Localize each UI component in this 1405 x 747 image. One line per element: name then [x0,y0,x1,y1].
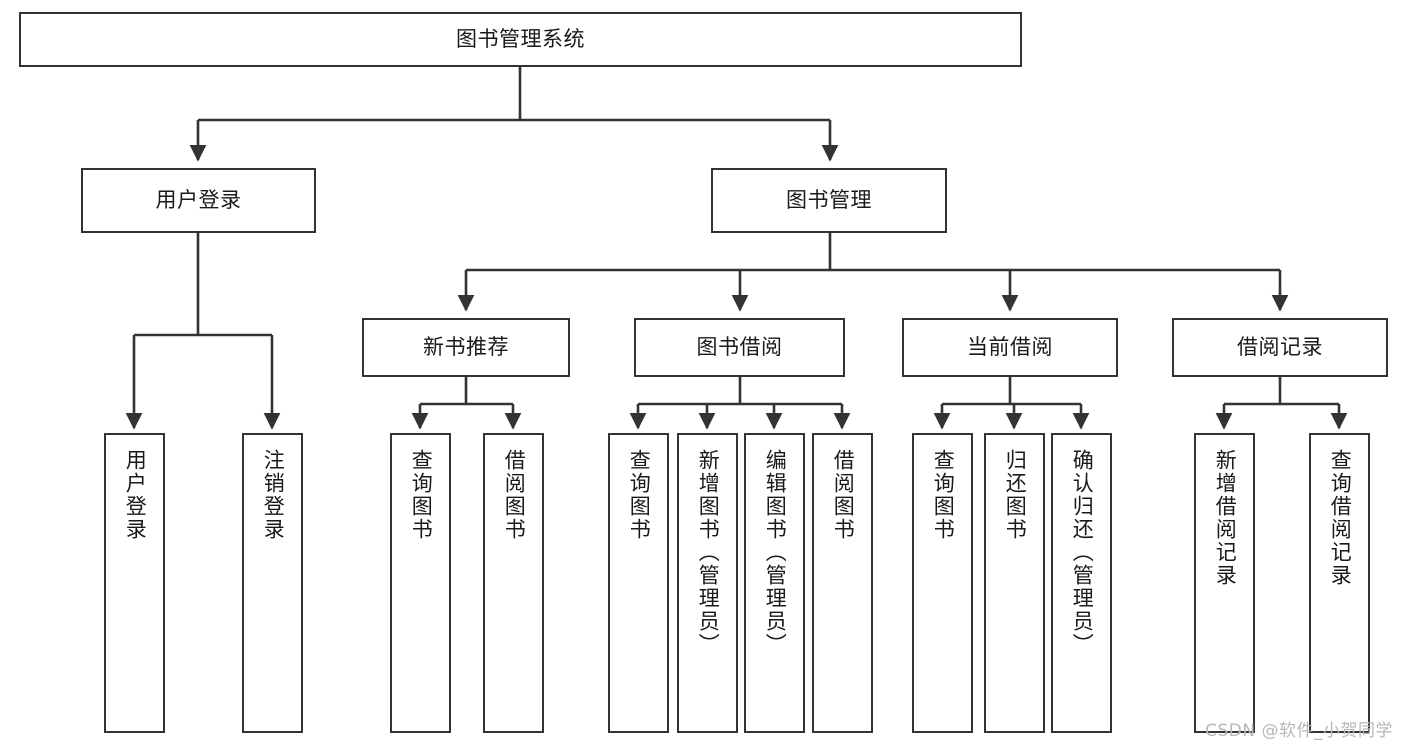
node-leaf-add-record[interactable]: 新增借阅记录 [1194,433,1255,733]
node-leaf-return-book-label: 归还图书 [1003,449,1028,541]
node-leaf-return-book[interactable]: 归还图书 [984,433,1045,733]
node-leaf-logout-login[interactable]: 注销登录 [242,433,303,733]
node-new-book-recommend[interactable]: 新书推荐 [362,318,570,377]
node-leaf-add-record-label: 新增借阅记录 [1213,449,1238,587]
node-book-borrow[interactable]: 图书借阅 [634,318,845,377]
node-leaf-user-login[interactable]: 用户登录 [104,433,165,733]
node-book-manage-label: 图书管理 [786,188,872,213]
node-new-book-recommend-label: 新书推荐 [423,335,509,360]
node-leaf-confirm-return[interactable]: 确认归还（管理员） [1051,433,1112,733]
node-borrow-record[interactable]: 借阅记录 [1172,318,1388,377]
csdn-watermark: CSDN @软件_小贺同学 [1205,721,1393,741]
node-leaf-add-book-label: 新增图书（管理员） [696,449,721,656]
node-leaf-edit-book[interactable]: 编辑图书（管理员） [744,433,805,733]
node-borrow-record-label: 借阅记录 [1237,335,1323,360]
node-leaf-borrow-book-2-label: 借阅图书 [831,449,856,541]
node-leaf-query-book-2[interactable]: 查询图书 [608,433,669,733]
node-user-login-label: 用户登录 [155,188,242,213]
node-leaf-add-book[interactable]: 新增图书（管理员） [677,433,738,733]
node-leaf-confirm-return-label: 确认归还（管理员） [1070,449,1095,656]
node-book-manage[interactable]: 图书管理 [711,168,947,233]
node-current-borrow[interactable]: 当前借阅 [902,318,1118,377]
node-book-borrow-label: 图书借阅 [696,335,783,360]
node-leaf-borrow-book-1-label: 借阅图书 [502,449,527,541]
node-root-label: 图书管理系统 [456,27,585,52]
node-root[interactable]: 图书管理系统 [19,12,1022,67]
node-user-login[interactable]: 用户登录 [81,168,316,233]
node-leaf-query-book-1-label: 查询图书 [409,449,434,541]
node-leaf-borrow-book-2[interactable]: 借阅图书 [812,433,873,733]
node-leaf-query-book-2-label: 查询图书 [627,449,652,541]
node-leaf-query-record[interactable]: 查询借阅记录 [1309,433,1370,733]
node-leaf-logout-login-label: 注销登录 [261,449,286,541]
node-leaf-user-login-label: 用户登录 [123,449,148,541]
node-leaf-query-book-3-label: 查询图书 [931,449,956,541]
node-leaf-edit-book-label: 编辑图书（管理员） [763,449,788,656]
node-current-borrow-label: 当前借阅 [967,335,1053,360]
node-leaf-query-record-label: 查询借阅记录 [1328,449,1353,587]
node-leaf-query-book-1[interactable]: 查询图书 [390,433,451,733]
node-leaf-query-book-3[interactable]: 查询图书 [912,433,973,733]
node-leaf-borrow-book-1[interactable]: 借阅图书 [483,433,544,733]
